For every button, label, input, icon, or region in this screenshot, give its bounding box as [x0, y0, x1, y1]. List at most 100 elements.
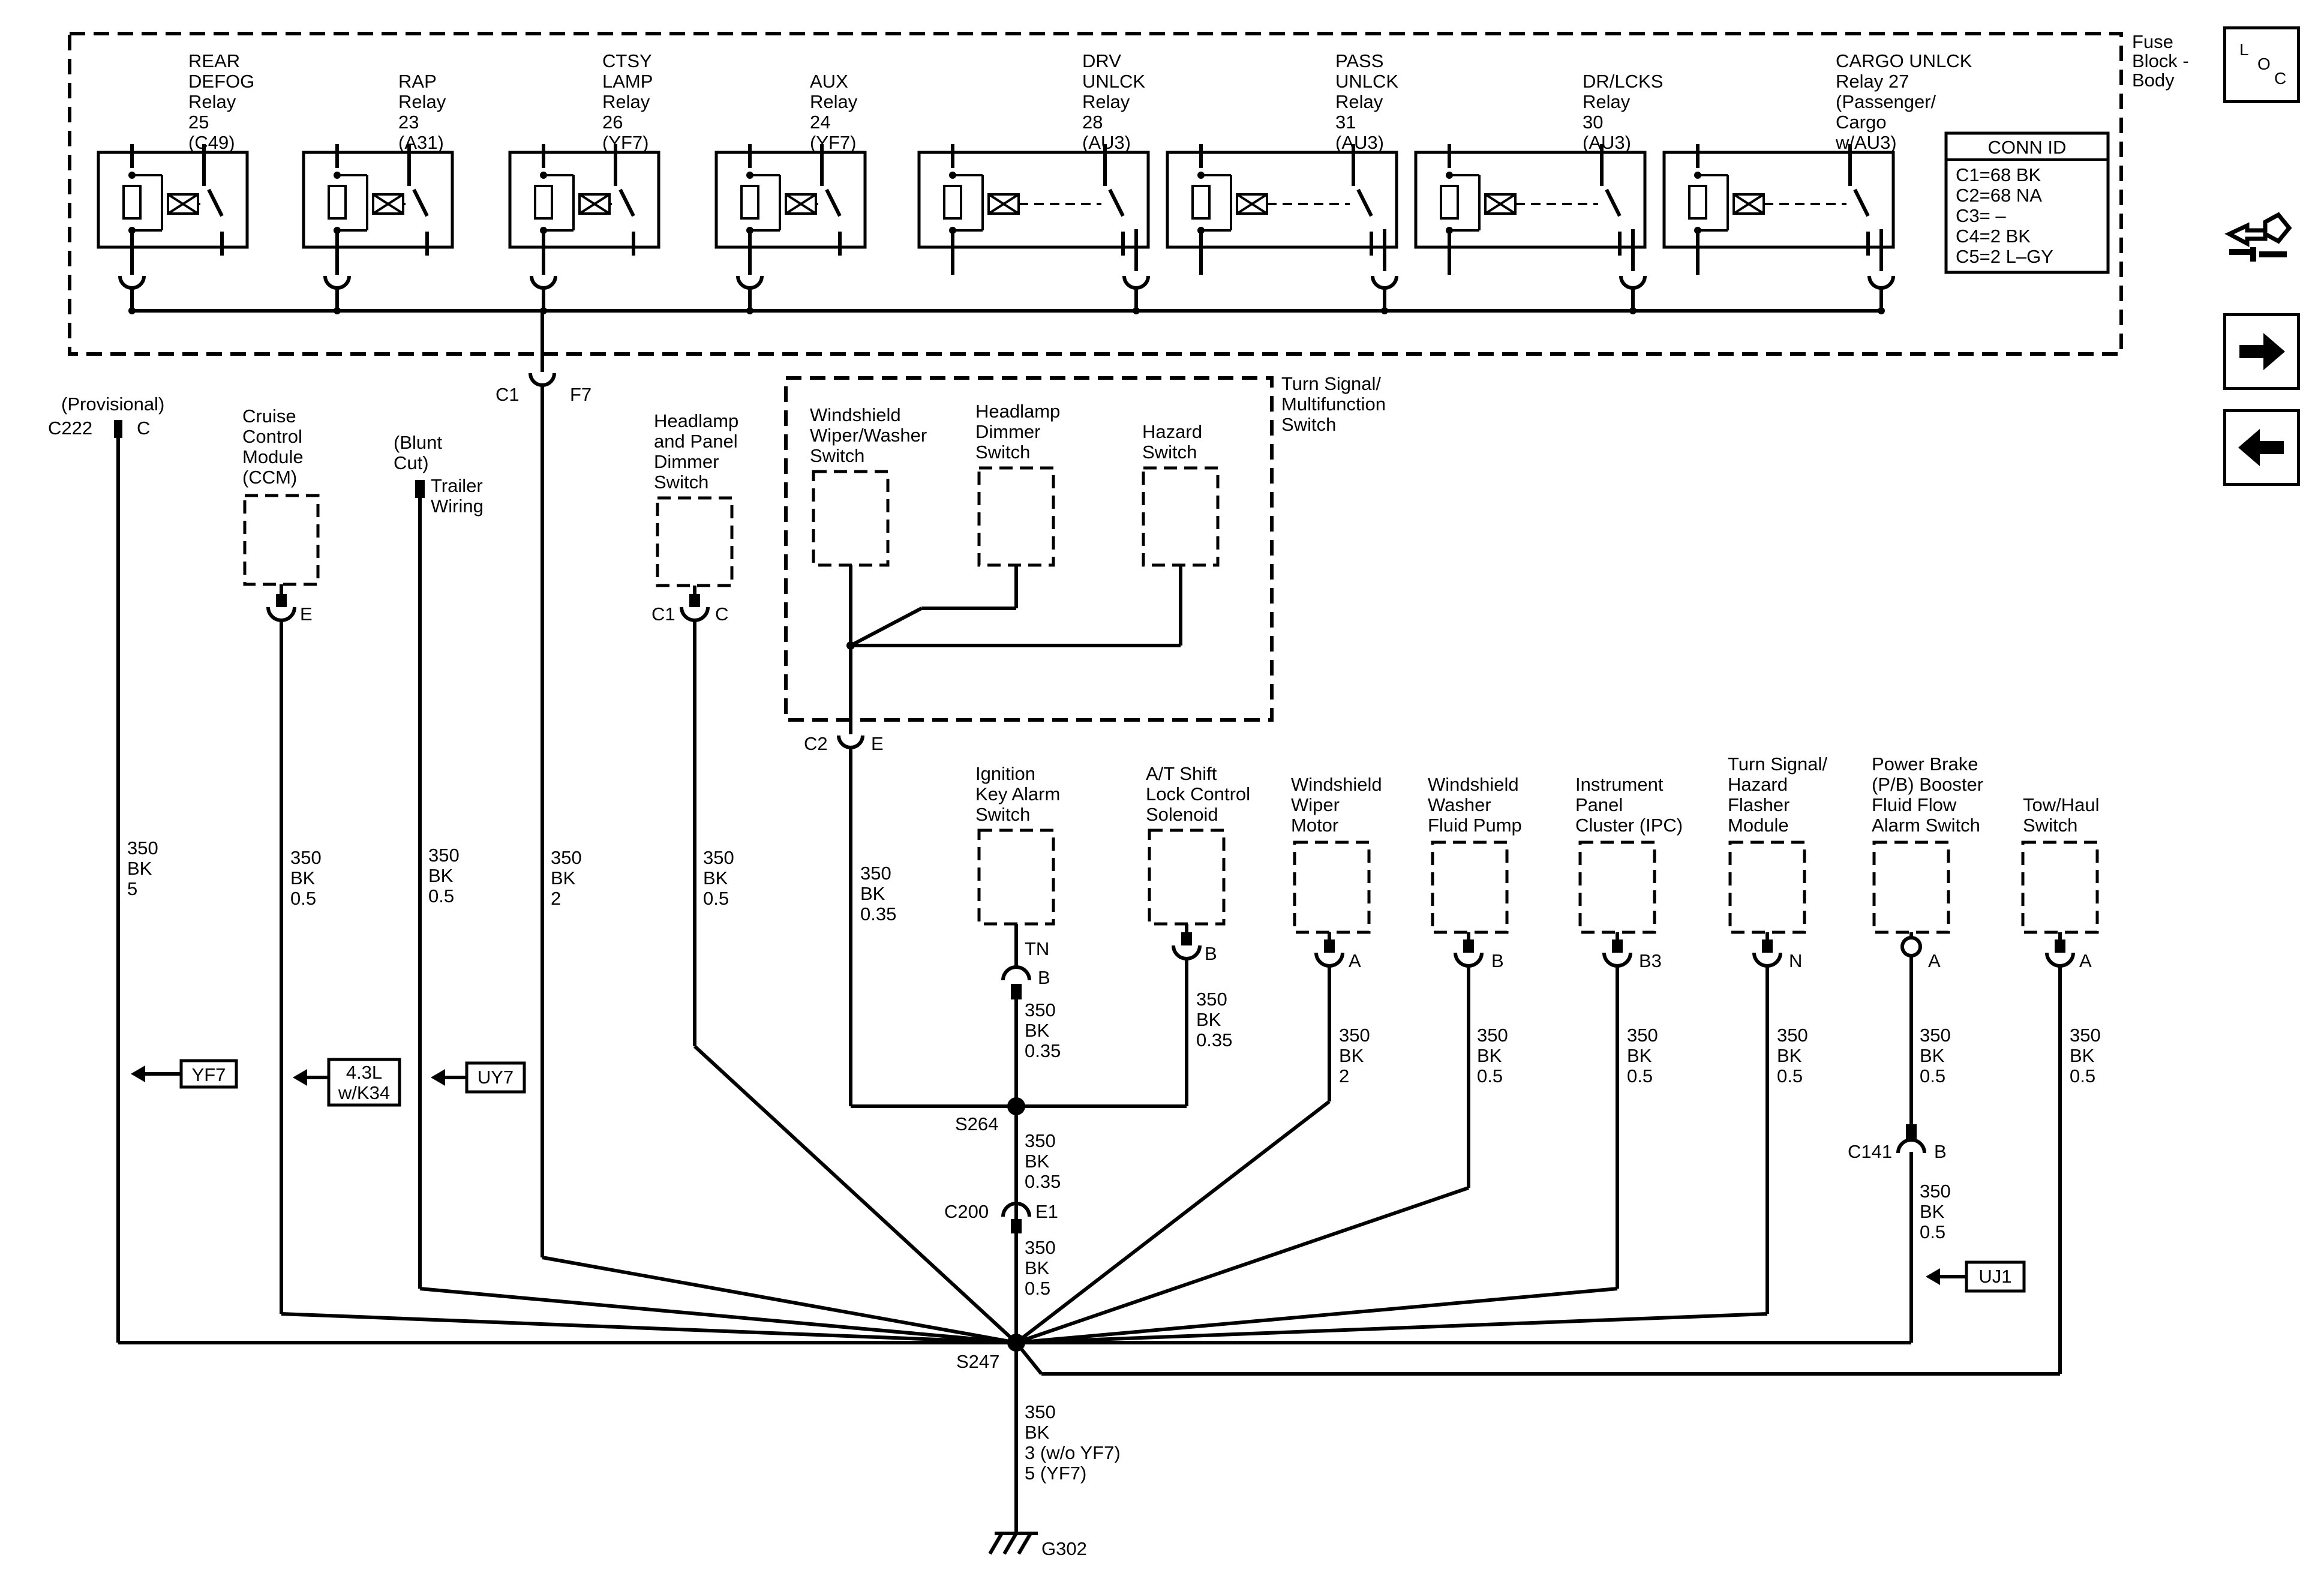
- uy7-ref-box[interactable]: [465, 1061, 526, 1094]
- comp-label: Fluid Flow: [1872, 794, 1957, 815]
- wire-label: 350: [127, 837, 158, 858]
- comp-label: Hazard: [1728, 774, 1788, 795]
- comp-label: A/T Shift: [1146, 763, 1217, 784]
- k34-ref-box[interactable]: [327, 1058, 401, 1107]
- relay-label: RAP: [398, 71, 437, 92]
- wire-label: BK: [127, 858, 152, 879]
- c200-pin: E1: [1035, 1201, 1058, 1222]
- wire-label: 0.35: [1025, 1171, 1061, 1192]
- wire-label: 350: [1777, 1025, 1808, 1046]
- relay-terminal: [1867, 275, 1895, 290]
- wire-label: 350: [1196, 989, 1227, 1010]
- comp-label: Turn Signal/: [1728, 754, 1827, 775]
- loc-l: L: [2239, 40, 2249, 59]
- headlamp-pin: C: [715, 604, 728, 625]
- comp-label: Turn Signal/: [1281, 373, 1381, 394]
- comp-label: Dimmer: [975, 421, 1041, 442]
- headlamp-dimmer-switch: [977, 466, 1055, 567]
- c222-provisional-label: (Provisional): [61, 394, 164, 415]
- cruise-connector: [266, 607, 296, 622]
- comp-label: Flasher: [1728, 794, 1789, 815]
- comp-label: Instrument: [1575, 774, 1664, 795]
- relay-label: PASS: [1335, 50, 1383, 71]
- comp-label: Lock Control: [1146, 784, 1250, 804]
- yf7-ref-box[interactable]: [179, 1059, 238, 1089]
- comp-label: Switch: [810, 445, 864, 466]
- yf7-ref-label[interactable]: YF7: [192, 1064, 226, 1085]
- wire-label: 2: [551, 888, 561, 909]
- forward-button[interactable]: [2223, 313, 2300, 390]
- k34-ref-label-1[interactable]: 4.3L: [346, 1062, 382, 1083]
- washer-pin: B: [1491, 950, 1504, 971]
- relay-terminal: [736, 275, 764, 290]
- relay-terminal: [323, 275, 351, 290]
- headlamp-conn-label: C1: [651, 604, 675, 625]
- comp-label: (P/B) Booster: [1872, 774, 1983, 795]
- c200-connector: [1001, 1202, 1031, 1217]
- wire-label: BK: [703, 867, 728, 888]
- wire-label: 0.5: [1025, 1278, 1050, 1299]
- comp-label: Motor: [1291, 815, 1338, 836]
- wire-label: 3 (w/o YF7): [1025, 1442, 1121, 1463]
- wire-label: 350: [1627, 1025, 1658, 1046]
- relay-terminal: [1122, 275, 1150, 290]
- uy7-ref-label[interactable]: UY7: [478, 1067, 514, 1088]
- wire-label: 5: [127, 878, 137, 899]
- wire-label: 0.5: [1627, 1065, 1653, 1086]
- relay-label: Relay: [602, 91, 650, 112]
- conn-id-row: C4=2 BK: [1956, 226, 2031, 247]
- wire-label: BK: [1627, 1045, 1652, 1066]
- fuse-conn-label: C1: [496, 384, 520, 405]
- relay-label: CARGO UNLCK: [1836, 50, 1972, 71]
- wire-label: BK: [1920, 1045, 1945, 1066]
- wire-label: 350: [1025, 1401, 1056, 1422]
- wire-label: 0.35: [1196, 1029, 1232, 1050]
- comp-label: Windshield: [810, 404, 901, 425]
- relay-label: 30: [1583, 112, 1603, 133]
- relay-label: (YF7): [810, 132, 857, 153]
- comp-label: Headlamp: [654, 410, 738, 431]
- wire-label: 0.35: [1025, 1040, 1061, 1061]
- loc-o: O: [2257, 55, 2271, 73]
- relay-label: DR/LCKS: [1583, 71, 1663, 92]
- fuse-block-outline: [68, 32, 2123, 356]
- relay-box: [714, 151, 867, 249]
- blunt-cut-marker: [415, 480, 425, 498]
- relay-terminal: [1619, 275, 1647, 290]
- conn-id-row: C1=68 BK: [1956, 164, 2041, 185]
- comp-label: Power Brake: [1872, 754, 1978, 775]
- relay-label: w/AU3): [1835, 132, 1897, 153]
- conn-id-title: CONN ID: [1988, 137, 2067, 158]
- ipc-connector: [1602, 952, 1632, 968]
- c2-e-connector: [837, 735, 864, 749]
- fuse-block-label-3: Body: [2132, 70, 2175, 91]
- comp-label: Control: [242, 426, 302, 447]
- c141-label: C141: [1848, 1141, 1892, 1162]
- wire-label: 350: [1025, 1237, 1056, 1258]
- ipc-pin: B3: [1639, 950, 1662, 971]
- relay-label: (C49): [188, 132, 235, 153]
- uj1-ref-box[interactable]: [1965, 1260, 2026, 1293]
- comp-label: Headlamp: [975, 401, 1060, 422]
- back-button[interactable]: [2223, 409, 2300, 486]
- wire-label: 350: [1920, 1181, 1951, 1202]
- arrow-left-icon: [2238, 429, 2284, 466]
- wire-label: 350: [290, 847, 322, 868]
- ignition-key-alarm-switch: [977, 828, 1055, 926]
- s264-splice: [1007, 1097, 1025, 1115]
- uj1-ref-label[interactable]: UJ1: [1978, 1266, 2011, 1287]
- wire-label: 0.5: [703, 888, 729, 909]
- wire-label: BK: [1025, 1422, 1050, 1443]
- comp-label: Wiper: [1291, 794, 1340, 815]
- wire-label: BK: [1025, 1020, 1050, 1041]
- fuse-conn-pin: F7: [570, 384, 591, 405]
- k34-ref-label-2[interactable]: w/K34: [338, 1082, 390, 1103]
- shift-lock-pin: B: [1205, 943, 1217, 964]
- ignition-connector: [1001, 965, 1031, 981]
- location-button[interactable]: L O C: [2223, 26, 2300, 103]
- wire-label: BK: [1477, 1045, 1502, 1066]
- harness-tools-button[interactable]: [2223, 204, 2300, 281]
- comp-label: Windshield: [1428, 774, 1519, 795]
- relay-label: CTSY: [602, 50, 652, 71]
